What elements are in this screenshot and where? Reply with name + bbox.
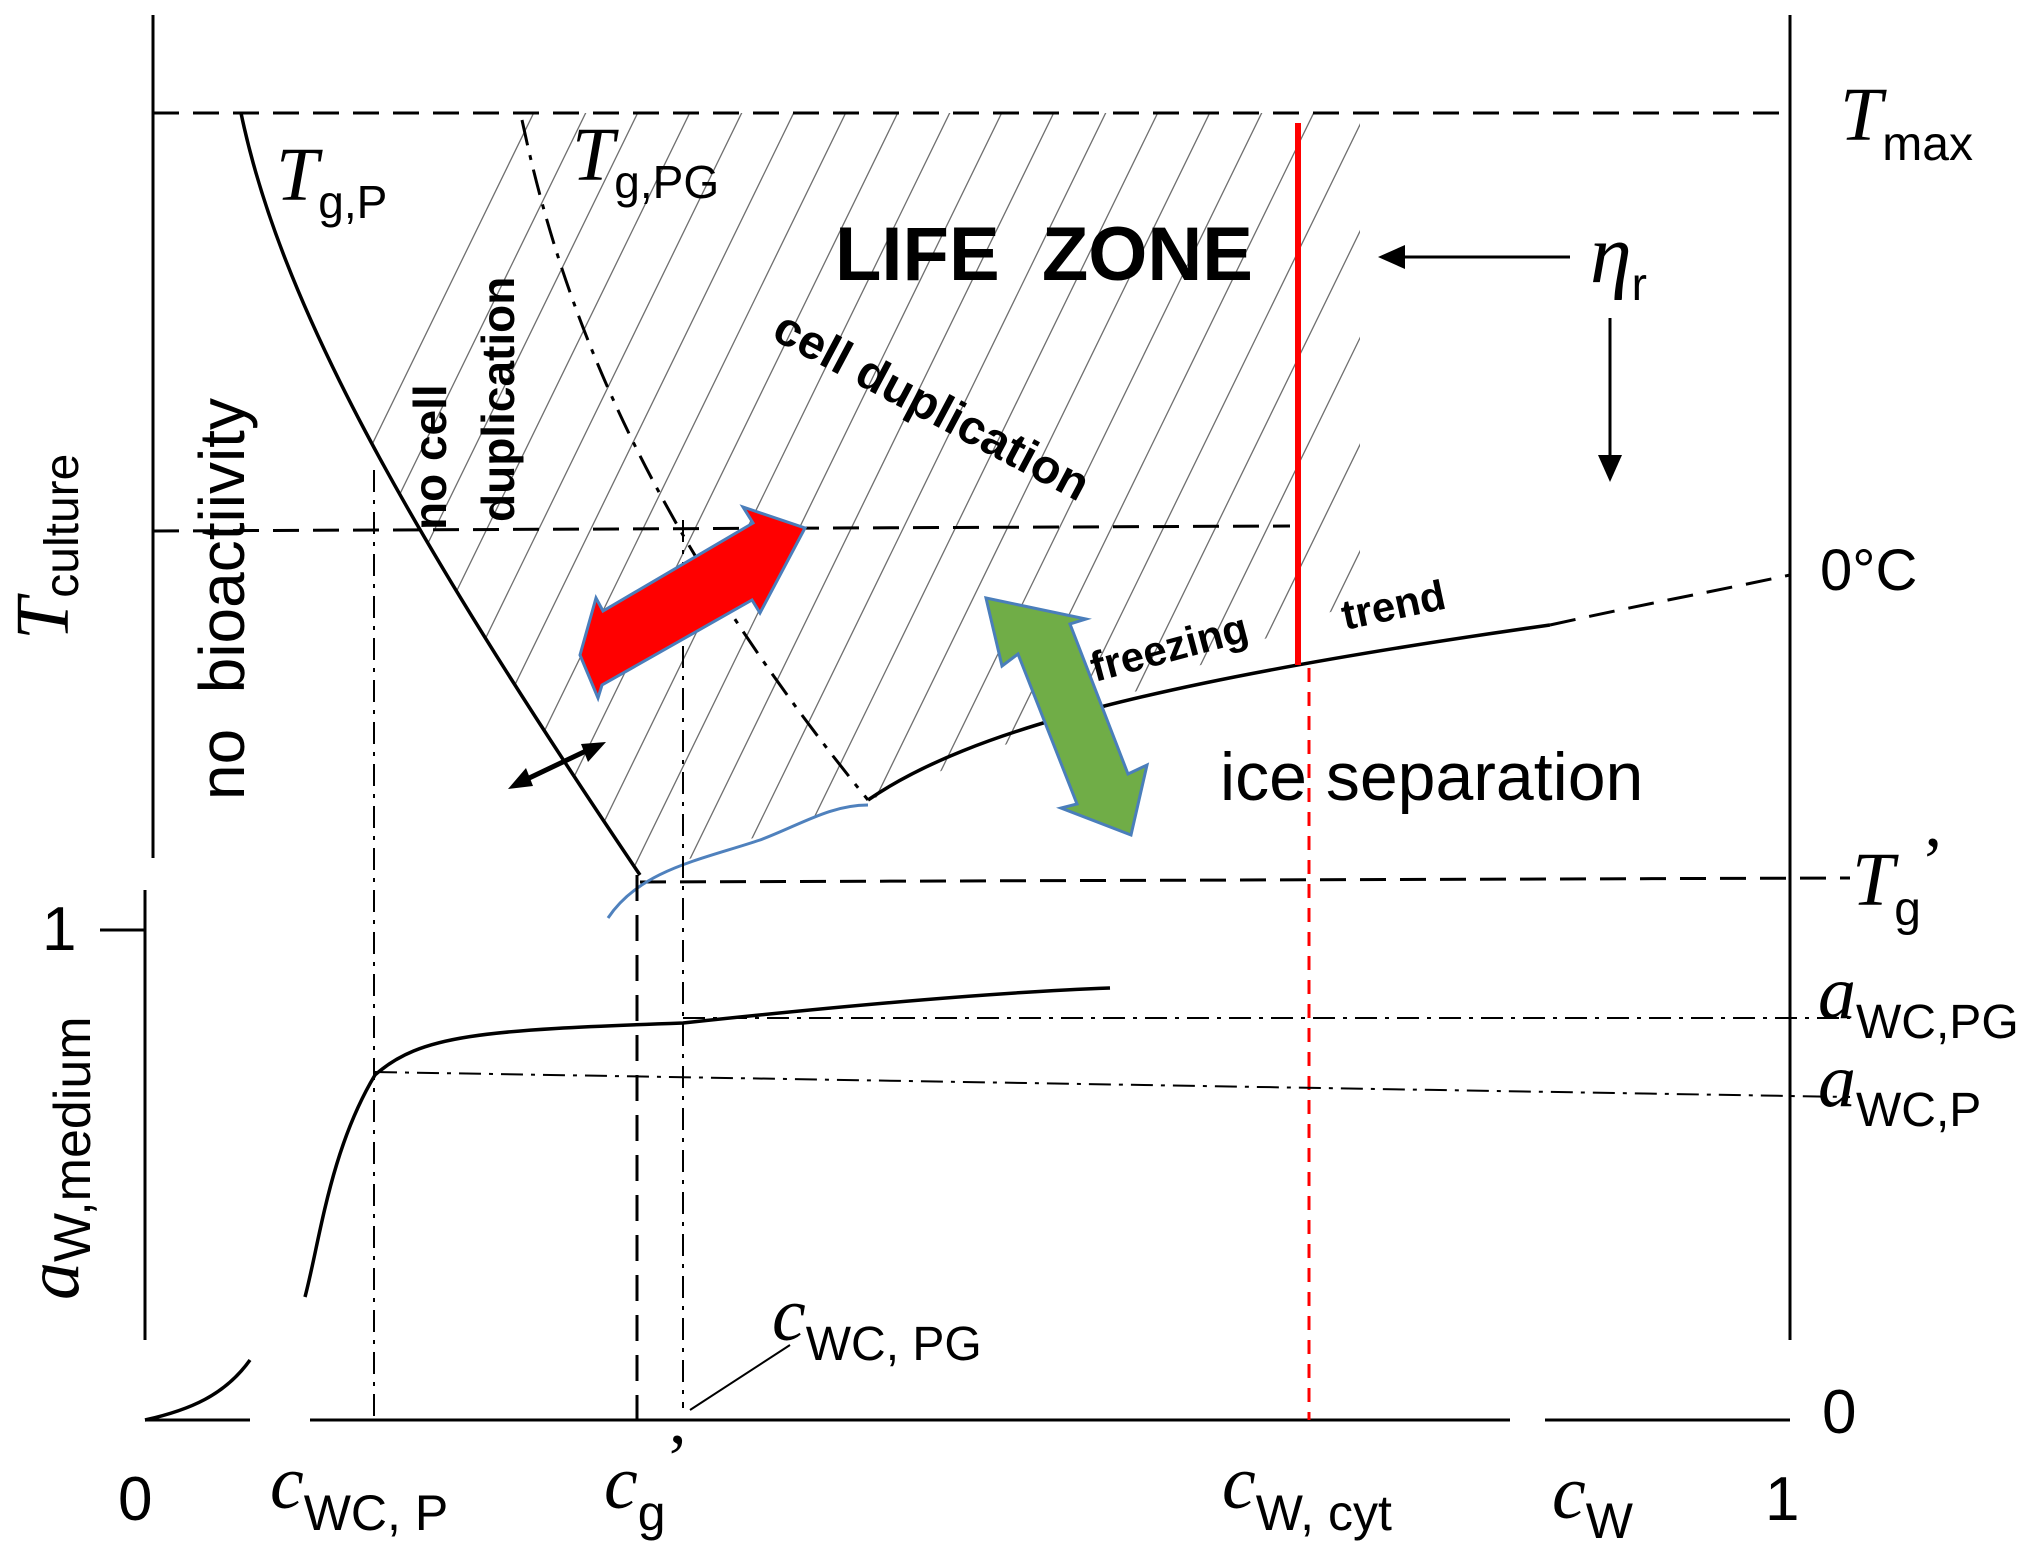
- x-one-label: 1: [1765, 1465, 1799, 1534]
- glass-curve-blue: [606, 803, 869, 919]
- aw-medium-label: aW,medium: [11, 1016, 102, 1300]
- x-zero-label: 0: [118, 1465, 152, 1534]
- cw-cyt-label: cW, cyt: [1222, 1441, 1392, 1541]
- tg-p-label: Tg,P: [276, 133, 387, 228]
- life-zone-hatching: [241, 100, 2039, 900]
- zero-c-line: [152, 524, 1291, 533]
- hatch-line: [1762, 100, 2039, 900]
- tg-p-curve: [239, 112, 642, 876]
- water-activity-curve: [303, 986, 1111, 1298]
- freezing-trend-dashed: [1549, 573, 1791, 627]
- hatch-line: [721, 113, 1113, 875]
- red-double-arrow: [578, 504, 808, 703]
- eta-left-arrow: [1378, 245, 1570, 269]
- eta-down-arrow: [1598, 318, 1622, 482]
- trend-label: trend: [1337, 571, 1449, 639]
- tg-prime-label: Tg’: [1852, 824, 1944, 936]
- tg-pg-label: Tg,PG: [572, 113, 719, 208]
- awc-pg-label: aWC,PG: [1818, 951, 2019, 1049]
- cell-duplication-label: cell duplication: [765, 301, 1098, 512]
- green-double-arrow: [983, 596, 1150, 838]
- t-max-label: Tmax: [1840, 73, 1973, 171]
- hatch-line: [1710, 100, 2039, 900]
- hatch-line: [877, 113, 1269, 875]
- zero-c-label: 0°C: [1820, 538, 1917, 603]
- no-bioactivity-label: no bioactiivity: [186, 398, 258, 800]
- awc-p-label: aWC,P: [1818, 1039, 1981, 1137]
- hatch-line: [409, 113, 801, 875]
- hatch-line: [565, 113, 957, 875]
- no-cell-duplication-label: duplication: [472, 277, 524, 522]
- right-zero-label: 0: [1822, 1378, 1856, 1447]
- hatch-line: [617, 113, 1009, 875]
- cg-prime-label: cg’: [604, 1421, 689, 1541]
- hatch-line: [1658, 100, 2039, 900]
- hatch-line: [1606, 100, 1996, 900]
- tg-prime-line: [639, 876, 1851, 884]
- small-double-arrow: [508, 742, 606, 789]
- hatch-line: [669, 113, 1061, 875]
- activity-origin-curve: [144, 1358, 252, 1422]
- cwc-pg-label: cWC, PG: [772, 1273, 982, 1371]
- hatch-line: [773, 113, 1165, 875]
- tg-pg-curve: [520, 119, 870, 801]
- no-cell-label: no cell: [404, 384, 456, 530]
- t-culture-label: Tculture: [1, 454, 89, 640]
- cw-label: cW: [1552, 1451, 1634, 1549]
- hatch-line: [513, 113, 905, 875]
- life-zone-label: LIFE ZONE: [835, 212, 1253, 297]
- hatch-line: [825, 113, 1217, 875]
- cwc-p-label: cWC, P: [270, 1441, 448, 1541]
- left-one-label: 1: [42, 895, 76, 964]
- eta-label: ηr: [1590, 208, 1647, 310]
- ice-separation-label: ice separation: [1220, 739, 1643, 815]
- cwc-pg-leader: [689, 1344, 791, 1411]
- hatch-line: [241, 113, 593, 875]
- awc-p-reference: [374, 1071, 1851, 1098]
